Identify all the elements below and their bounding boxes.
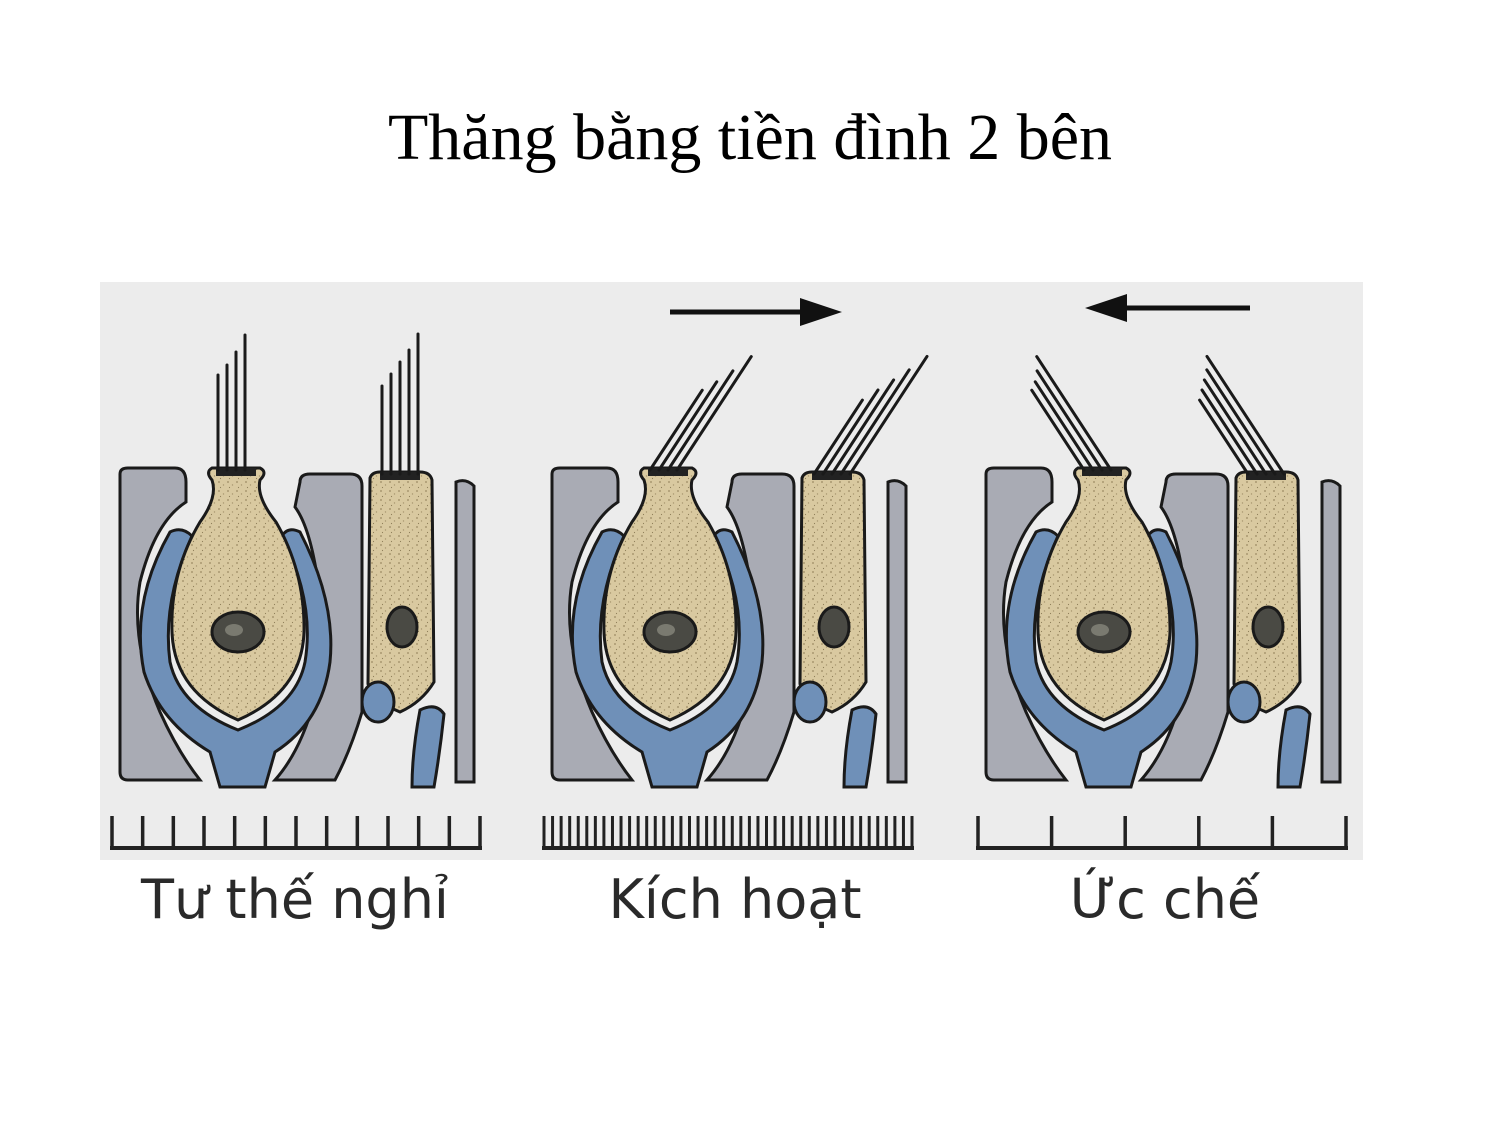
stereocilium — [1033, 380, 1095, 472]
cuticular-plate — [380, 472, 420, 480]
type-one-hair-cell — [1036, 466, 1172, 722]
bouton-nerve-ending — [360, 680, 396, 724]
caption-activation: Kích hoạt — [608, 868, 862, 931]
type-two-hair-cell — [1232, 470, 1302, 714]
nucleus — [1251, 605, 1285, 649]
firing-rate-trace — [110, 816, 482, 850]
stereocilium — [648, 388, 704, 472]
support-cell-right — [454, 479, 476, 784]
nucleus — [817, 605, 851, 649]
hair-bundle — [812, 354, 929, 476]
caption-rest-state: Tư thế nghỉ — [141, 868, 449, 931]
cuticular-plate — [216, 468, 256, 476]
stereocilium — [1035, 369, 1104, 472]
stereocilium — [812, 398, 864, 476]
nucleolus — [657, 624, 675, 636]
hair-bundle — [216, 333, 247, 472]
slide-title: Thăng bằng tiền đình 2 bên — [387, 101, 1112, 174]
cuticular-plate — [648, 468, 688, 476]
bouton-nerve-ending — [1226, 680, 1262, 724]
type-one-hair-cell — [602, 466, 738, 722]
firing-rate-trace — [976, 816, 1348, 850]
stereocilium — [821, 388, 880, 476]
hair-bundle — [1030, 355, 1113, 472]
stereocilium — [1200, 388, 1259, 476]
hair-bundle — [648, 355, 753, 472]
support-cell-left — [118, 466, 204, 782]
type-two-hair-cell — [798, 470, 868, 714]
panel-3 — [976, 294, 1348, 850]
stereocilium — [830, 378, 896, 476]
type-two-hair-cell — [366, 470, 436, 714]
hair-bundle — [1198, 354, 1286, 476]
right-arrow-icon — [800, 298, 842, 326]
hair-bundle — [380, 332, 420, 476]
support-cell-left — [984, 466, 1070, 782]
stereocilium — [1202, 378, 1268, 476]
bouton-nerve-ending — [792, 680, 828, 724]
support-cell-right — [1320, 479, 1342, 784]
caption-inhibition: Ức chế — [1069, 868, 1261, 931]
afferent-fiber — [842, 705, 878, 789]
stereocilium — [1205, 354, 1286, 476]
cuticular-plate — [1246, 472, 1286, 480]
stereocilium — [1198, 398, 1250, 476]
cuticular-plate — [1082, 468, 1122, 476]
nucleolus — [225, 624, 243, 636]
panel-1 — [110, 332, 482, 850]
afferent-fiber — [1276, 705, 1312, 789]
stereocilium — [848, 354, 929, 476]
stereocilium — [1205, 368, 1277, 476]
firing-rate-trace — [542, 816, 914, 850]
left-arrow-icon — [1085, 294, 1127, 322]
afferent-fiber — [410, 705, 446, 789]
hair-cell-diagram — [110, 294, 1348, 850]
support-cell-right — [886, 479, 908, 784]
type-one-hair-cell — [170, 466, 306, 722]
panel-2 — [542, 298, 929, 850]
stereocilium — [675, 355, 753, 472]
stereocilium — [839, 368, 911, 476]
stereocilium — [666, 369, 735, 472]
hair-cell-figure — [100, 282, 1363, 860]
nucleus — [385, 605, 419, 649]
nucleolus — [1091, 624, 1109, 636]
stereocilium — [1030, 388, 1086, 472]
support-cell-left — [550, 466, 636, 782]
cuticular-plate — [812, 472, 852, 480]
stereocilium — [1035, 355, 1113, 472]
stereocilium — [657, 380, 719, 472]
